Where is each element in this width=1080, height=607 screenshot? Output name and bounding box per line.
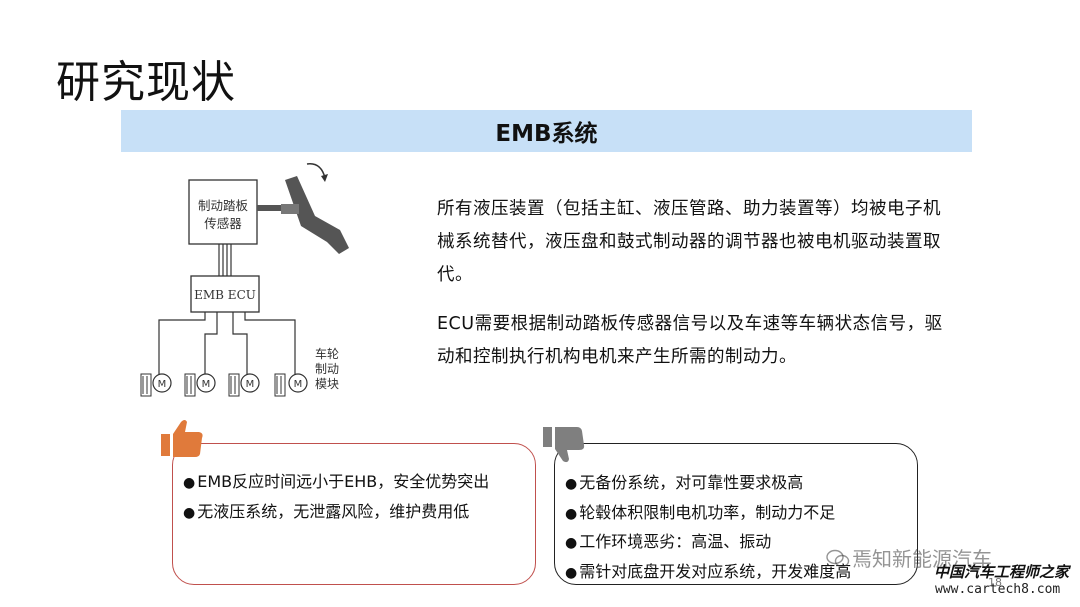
module-label-line1: 车轮 xyxy=(315,346,339,361)
pros-card: EMB反应时间远小于EHB，安全优势突出 无液压系统，无泄露风险，维护费用低 xyxy=(172,443,536,585)
pros-list: EMB反应时间远小于EHB，安全优势突出 无液压系统，无泄露风险，维护费用低 xyxy=(183,468,489,527)
wheel-module-3: M xyxy=(228,373,260,397)
sensor-label-line2: 传感器 xyxy=(204,216,242,231)
pros-item: EMB反应时间远小于EHB，安全优势突出 xyxy=(183,468,489,498)
brand-logo-text: 中国汽车工程师之家 xyxy=(934,563,1070,581)
cons-list: 无备份系统，对可靠性要求极高 轮毂体积限制电机功率，制动力不足 工作环境恶劣：高… xyxy=(565,469,851,587)
banner-label: EMB系统 xyxy=(495,121,598,147)
cons-card: 无备份系统，对可靠性要求极高 轮毂体积限制电机功率，制动力不足 工作环境恶劣：高… xyxy=(554,443,918,585)
motor-label: M xyxy=(294,379,303,390)
site-url: www.cartech8.com xyxy=(935,582,1061,597)
cons-item: 无备份系统，对可靠性要求极高 xyxy=(565,469,851,499)
brake-pedal-icon xyxy=(257,176,349,254)
wheel-module-2: M xyxy=(184,373,216,397)
motor-label: M xyxy=(202,379,211,390)
emb-system-diagram: 制动踏板 传感器 EMB ECU M M M xyxy=(140,163,349,397)
pedal-sensor-box xyxy=(188,179,258,245)
description-paragraph-2: ECU需要根据制动踏板传感器信号以及车速等车辆状态信号，驱动和控制执行机构电机来… xyxy=(437,314,943,367)
ecu-label: EMB ECU xyxy=(194,288,256,302)
wechat-icon xyxy=(826,549,850,568)
module-label-line3: 模块 xyxy=(315,377,339,391)
motor-label: M xyxy=(158,379,167,390)
pros-item: 无液压系统，无泄露风险，维护费用低 xyxy=(183,498,489,528)
motor-label: M xyxy=(246,379,255,390)
cons-item: 工作环境恶劣：高温、振动 xyxy=(565,528,851,558)
cons-item: 轮毂体积限制电机功率，制动力不足 xyxy=(565,499,851,529)
description-paragraph-1: 所有液压装置（包括主缸、液压管路、助力装置等）均被电子机械系统替代，液压盘和鼓式… xyxy=(437,199,941,285)
sensor-label-line1: 制动踏板 xyxy=(198,198,249,213)
watermark-text: 焉知新能源汽车 xyxy=(852,543,992,572)
wheel-module-4: M xyxy=(274,373,308,397)
page-number: 18 xyxy=(988,576,1002,589)
watermark-label: 焉知新能源汽车 xyxy=(852,547,992,571)
thumbs-down-icon xyxy=(543,427,585,463)
thumbs-up-icon xyxy=(161,420,203,457)
emb-ecu-box xyxy=(190,275,260,313)
section-banner: EMB系统 xyxy=(121,110,972,152)
slide-title: 研究现状 xyxy=(56,57,236,108)
cons-item: 需针对底盘开发对应系统，开发难度高 xyxy=(565,558,851,588)
module-label-line2: 制动 xyxy=(315,362,339,376)
wheel-module-1: M xyxy=(140,373,172,397)
